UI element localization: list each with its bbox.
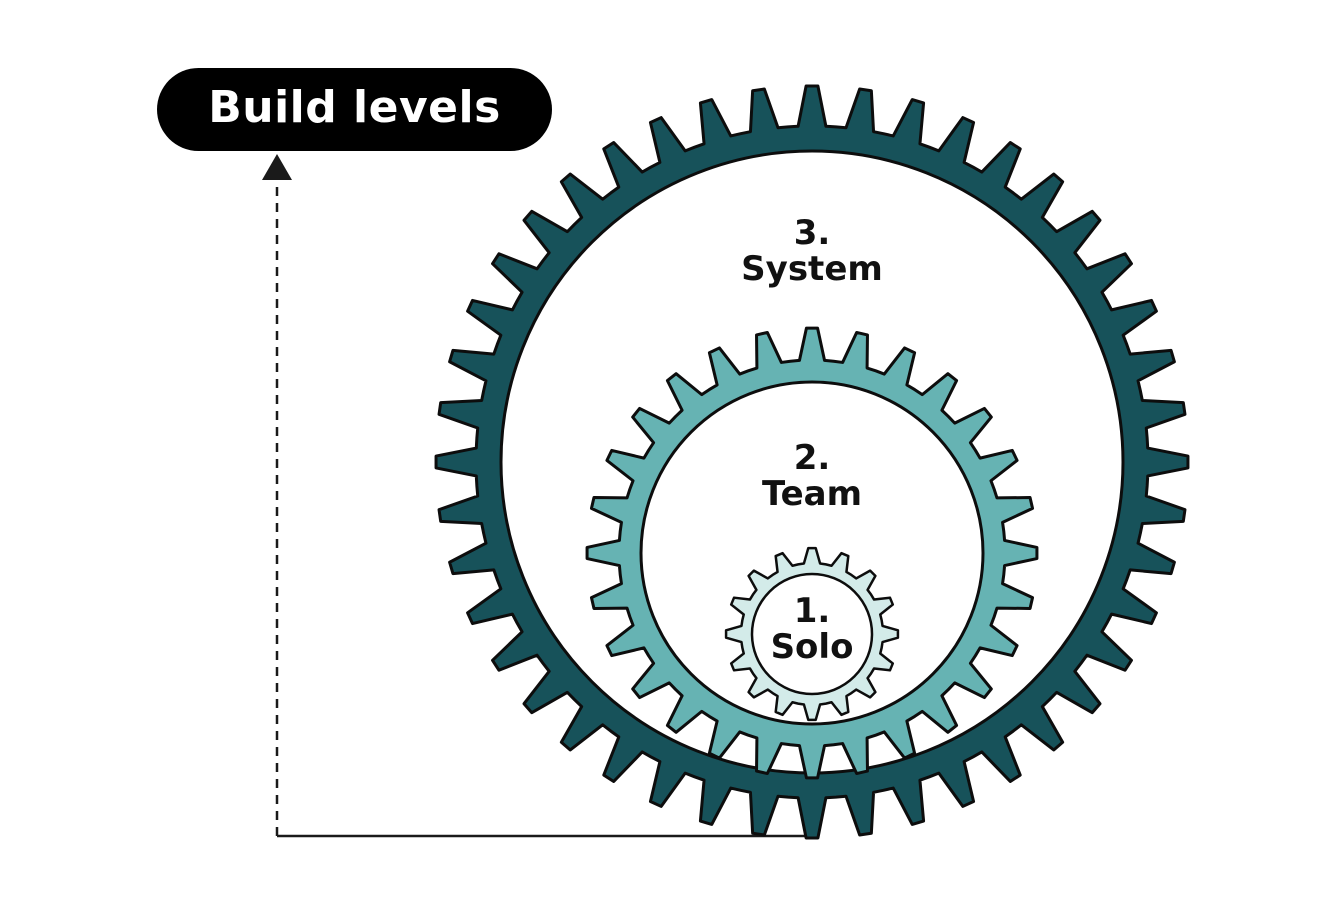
- system-level-number: 3.: [793, 213, 831, 253]
- arrow-head-icon: [262, 154, 292, 180]
- solo-level-label: 1. Solo: [692, 593, 932, 665]
- solo-level-name: Solo: [770, 627, 854, 667]
- team-level-name: Team: [761, 474, 863, 514]
- build-levels-title: Build levels: [157, 68, 552, 151]
- team-level-label: 2. Team: [692, 440, 932, 512]
- solo-level-number: 1.: [793, 591, 831, 631]
- system-level-label: 3. System: [692, 215, 932, 287]
- team-level-number: 2.: [793, 438, 831, 478]
- solo-gear-hole: [750, 572, 874, 696]
- system-level-name: System: [741, 249, 883, 289]
